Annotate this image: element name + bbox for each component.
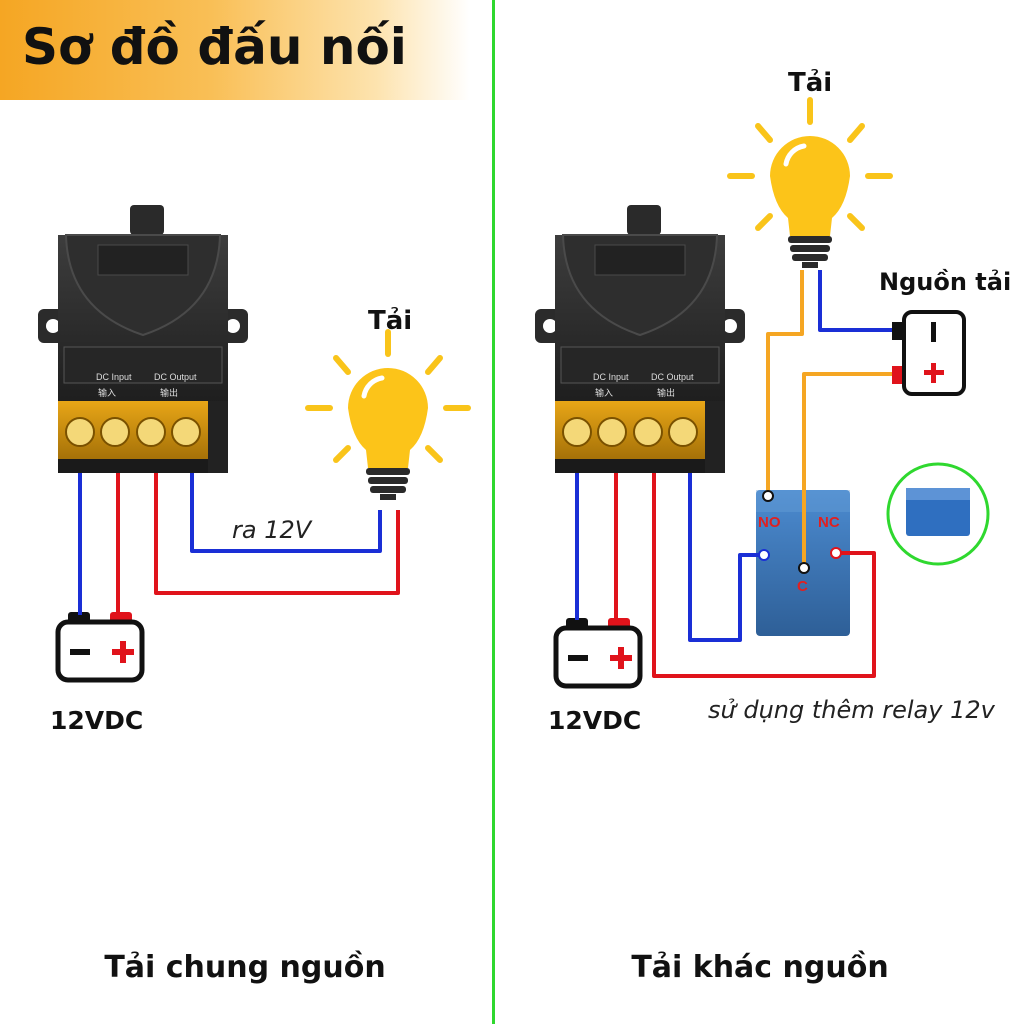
title-banner (0, 0, 470, 100)
left-input-marking-cn: 输入 (98, 388, 117, 398)
left-load-label: Tải (368, 306, 413, 336)
power-source-label: Nguồn tải (879, 268, 1012, 296)
right-input-marking-cn: 输入 (595, 388, 614, 398)
relay-terminal-no: NO (758, 514, 781, 531)
right-input-marking: DC Input (593, 372, 629, 382)
left-input-marking: DC Input (96, 372, 132, 382)
left-caption: Tải chung nguồn (104, 950, 386, 985)
panel-divider (492, 0, 495, 1024)
right-output-marking: DC Output (651, 372, 694, 382)
left-output-marking: DC Output (154, 372, 197, 382)
left-battery-label: 12VDC (50, 706, 144, 735)
right-output-marking-cn: 输出 (657, 388, 676, 398)
left-wire-label: ra 12V (232, 516, 312, 544)
right-battery-label: 12VDC (548, 706, 642, 735)
relay-note: sử dụng thêm relay 12v (708, 696, 995, 724)
page-title: Sơ đồ đấu nối (22, 18, 407, 76)
left-output-marking-cn: 输出 (160, 388, 179, 398)
right-load-label: Tải (788, 68, 833, 98)
right-caption: Tải khác nguồn (631, 950, 889, 985)
relay-terminal-c: C (797, 578, 808, 595)
relay-terminal-nc: NC (818, 514, 840, 531)
